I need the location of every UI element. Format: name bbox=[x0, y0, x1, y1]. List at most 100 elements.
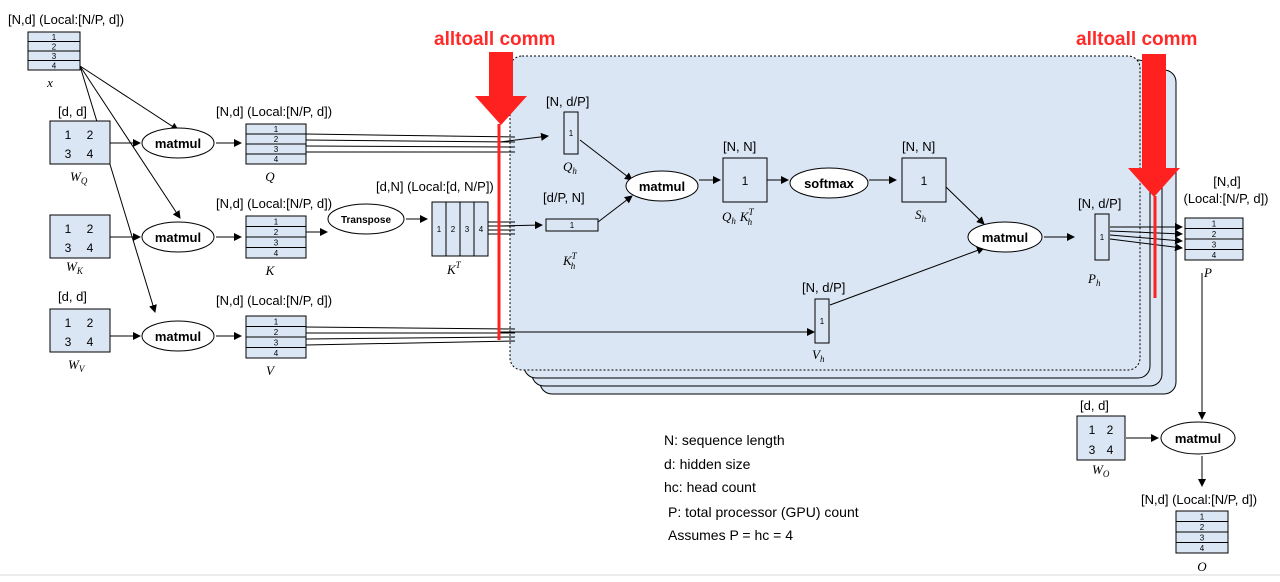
wk-cell-2: 2 bbox=[87, 222, 94, 236]
wk-cell-1: 1 bbox=[65, 222, 72, 236]
p-shape-label: [N,d] bbox=[1213, 174, 1240, 189]
comm-label-1: alltoall comm bbox=[434, 29, 555, 50]
matrix-ph: [N, d/P] 1 Ph bbox=[1078, 196, 1121, 288]
p-row-4: 4 bbox=[1212, 251, 1217, 260]
p-name: P bbox=[1203, 265, 1212, 280]
legend-hc: hc: head count bbox=[664, 479, 756, 495]
wq-shape-label: [d, d] bbox=[58, 104, 87, 119]
wq-name: WQ bbox=[70, 169, 88, 186]
v-name: V bbox=[266, 363, 276, 378]
v-row-2: 2 bbox=[274, 328, 279, 337]
sh-shape-label: [N, N] bbox=[902, 139, 935, 154]
matmul-k: matmul bbox=[141, 221, 215, 253]
wo-cell-4: 4 bbox=[1107, 443, 1114, 457]
q-row-2: 2 bbox=[274, 135, 279, 144]
matmul-v-label: matmul bbox=[155, 329, 201, 344]
comm-label-2: alltoall comm bbox=[1076, 29, 1197, 50]
wo-cell-1: 1 bbox=[1089, 423, 1096, 437]
connectors bbox=[79, 65, 1206, 487]
ph-name: Ph bbox=[1087, 271, 1101, 288]
kht-matrix bbox=[545, 218, 599, 232]
qh-cell: 1 bbox=[569, 129, 574, 138]
qh-name: Qh bbox=[563, 159, 577, 176]
wq-matrix bbox=[49, 120, 111, 165]
qh-shape-label: [N, d/P] bbox=[546, 94, 589, 109]
weight-wo: [d, d] 1 2 3 4 WO bbox=[1076, 398, 1126, 479]
kt-name: KT bbox=[446, 260, 462, 277]
p-row-3: 3 bbox=[1212, 241, 1217, 250]
head-panel-1 bbox=[509, 55, 1141, 371]
wv-shape-label: [d, d] bbox=[58, 289, 87, 304]
wo-shape-label: [d, d] bbox=[1080, 398, 1109, 413]
wq-cell-1: 1 bbox=[65, 128, 72, 142]
sh-matrix bbox=[901, 157, 947, 203]
k-name: K bbox=[265, 263, 276, 278]
matmul-qk: matmul bbox=[625, 170, 699, 202]
p-row-1: 1 bbox=[1212, 220, 1217, 229]
matmul-q-label: matmul bbox=[155, 136, 201, 151]
matrix-kt: [d,N] (Local:[d, N/P]) 1 2 3 4 KT bbox=[376, 179, 494, 277]
alltoall-marker-2: alltoall comm bbox=[1076, 29, 1197, 298]
legend: N: sequence length d: hidden size hc: he… bbox=[664, 432, 859, 543]
wv-cell-4: 4 bbox=[87, 335, 94, 349]
kt-col-3: 3 bbox=[465, 225, 470, 234]
wv-cell-3: 3 bbox=[65, 335, 72, 349]
o-row-1: 1 bbox=[1200, 513, 1205, 522]
matrix-p: [N,d] (Local:[N/P, d]) 1 2 3 4 P bbox=[1183, 174, 1268, 280]
p-local-label: (Local:[N/P, d]) bbox=[1183, 191, 1268, 206]
wv-matrix bbox=[49, 308, 111, 353]
v-shape-label: [N,d] (Local:[N/P, d]) bbox=[216, 293, 332, 308]
wk-name: WK bbox=[66, 259, 84, 276]
wo-matrix bbox=[1076, 415, 1126, 461]
kt-shape-label: [d,N] (Local:[d, N/P]) bbox=[376, 179, 494, 194]
weight-wk: 1 2 3 4 WK bbox=[49, 214, 111, 276]
matrix-sh: [N, N] 1 Sh bbox=[901, 139, 947, 224]
x-row-3: 3 bbox=[52, 52, 57, 61]
kt-col-1: 1 bbox=[437, 225, 442, 234]
v-row-1: 1 bbox=[274, 318, 279, 327]
qh-matrix bbox=[563, 111, 579, 155]
matrix-q: [N,d] (Local:[N/P, d]) 1 2 3 4 Q bbox=[216, 104, 332, 184]
matmul-q: matmul bbox=[141, 127, 215, 159]
o-row-3: 3 bbox=[1200, 534, 1205, 543]
matmul-v: matmul bbox=[141, 320, 215, 352]
wq-cell-3: 3 bbox=[65, 147, 72, 161]
k-row-1: 1 bbox=[274, 218, 279, 227]
head-panels bbox=[509, 55, 1177, 395]
kt-col-4: 4 bbox=[479, 225, 484, 234]
wo-cell-3: 3 bbox=[1089, 443, 1096, 457]
wo-name: WO bbox=[1092, 462, 1110, 479]
softmax-label: softmax bbox=[804, 176, 855, 191]
o-name: O bbox=[1197, 559, 1207, 574]
q-name: Q bbox=[265, 169, 275, 184]
wk-matrix bbox=[49, 214, 111, 259]
x-row-1: 1 bbox=[52, 33, 57, 42]
matmul-qk-label: matmul bbox=[639, 179, 685, 194]
matrix-qh: [N, d/P] 1 Qh bbox=[546, 94, 589, 176]
o-shape-label: [N,d] (Local:[N/P, d]) bbox=[1141, 492, 1257, 507]
kht-cell: 1 bbox=[570, 221, 575, 230]
legend-assumption: Assumes P = hc = 4 bbox=[668, 527, 793, 543]
matmul-o: matmul bbox=[1160, 421, 1236, 455]
wq-cell-2: 2 bbox=[87, 128, 94, 142]
legend-d: d: hidden size bbox=[664, 456, 751, 472]
ph-matrix bbox=[1094, 213, 1110, 261]
qk-cell: 1 bbox=[742, 174, 749, 188]
ph-shape-label: [N, d/P] bbox=[1078, 196, 1121, 211]
wk-cell-3: 3 bbox=[65, 241, 72, 255]
weight-wq: [d, d] 1 2 3 4 WQ bbox=[49, 104, 111, 186]
qk-shape-label: [N, N] bbox=[723, 139, 756, 154]
wq-cell-4: 4 bbox=[87, 147, 94, 161]
p-row-2: 2 bbox=[1212, 230, 1217, 239]
matrix-o: [N,d] (Local:[N/P, d]) 1 2 3 4 O bbox=[1141, 492, 1257, 574]
k-row-2: 2 bbox=[274, 228, 279, 237]
vh-shape-label: [N, d/P] bbox=[802, 280, 845, 295]
matmul-sv: matmul bbox=[967, 221, 1043, 253]
q-shape-label: [N,d] (Local:[N/P, d]) bbox=[216, 104, 332, 119]
matmul-sv-label: matmul bbox=[982, 230, 1028, 245]
wo-cell-2: 2 bbox=[1107, 423, 1114, 437]
kt-col-2: 2 bbox=[451, 225, 456, 234]
softmax-op: softmax bbox=[789, 167, 869, 199]
vh-matrix bbox=[814, 298, 830, 344]
